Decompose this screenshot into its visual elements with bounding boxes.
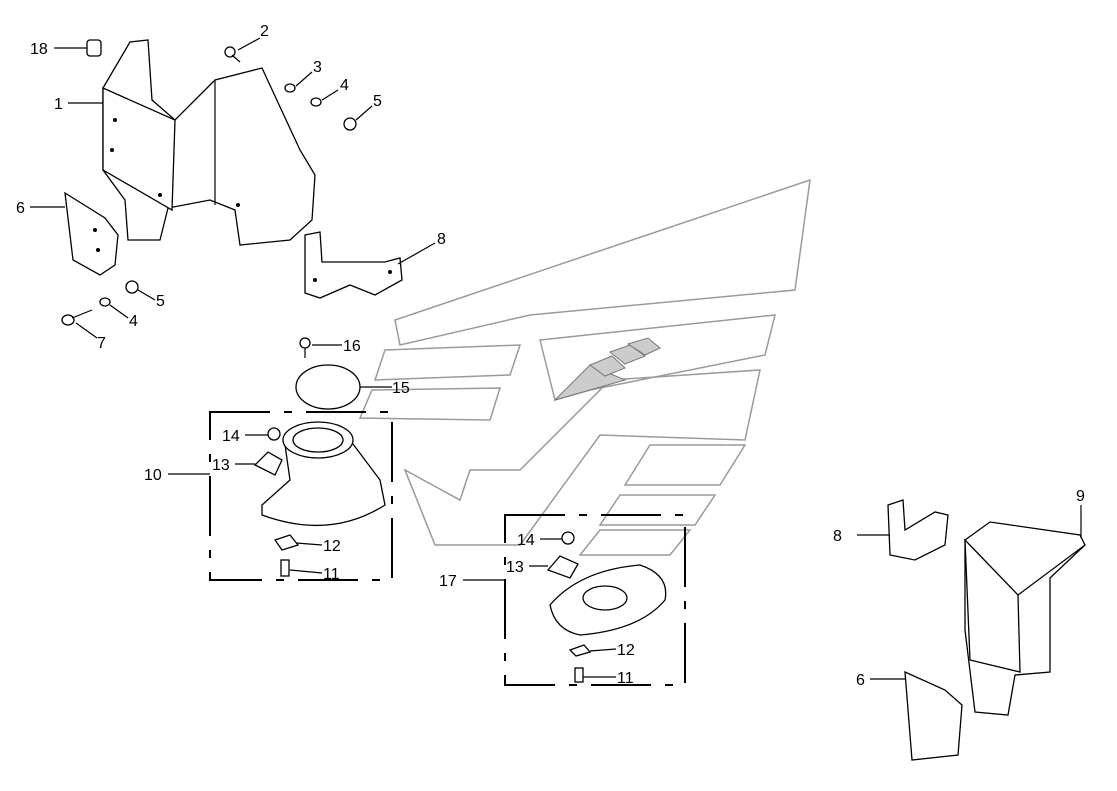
brand-logo-watermark [358,178,811,556]
callout-7: 7 [97,335,106,352]
guard-part-9 [964,521,1086,716]
callout-17: 17 [439,573,457,590]
callout-6: 6 [16,200,25,217]
callout-6b: 6 [856,672,865,689]
leader-lines [30,37,1082,680]
callout-12b: 12 [617,642,635,659]
assembly-frame-17 [504,514,686,686]
callout-4b: 4 [129,313,138,330]
callout-13: 13 [212,457,230,474]
assembly-frame-10 [209,411,393,581]
callout-11b: 11 [617,670,634,687]
bracket-part-8-right [887,499,949,561]
callout-14: 14 [222,428,240,445]
callout-labels: 18 2 3 4 5 1 6 8 5 4 7 16 15 14 13 10 12… [16,23,1085,689]
callout-3: 3 [313,59,322,76]
callout-2: 2 [260,23,269,40]
guard-part-1 [102,39,316,246]
bracket-part-6-right [904,670,963,761]
callout-14b: 14 [517,532,535,549]
callout-12: 12 [323,538,341,555]
callout-15: 15 [392,380,410,397]
callout-8b: 8 [833,528,842,545]
callout-1: 1 [54,96,63,113]
cutter-disc [546,531,667,683]
callout-16: 16 [343,338,361,355]
callout-5b: 5 [156,293,165,310]
callout-13b: 13 [506,559,524,576]
callout-8: 8 [437,231,446,248]
gearbox-housing [253,421,386,577]
callout-4: 4 [340,77,349,94]
hardware-left [61,39,361,410]
bracket-part-6-left [64,191,119,276]
callout-18: 18 [30,41,48,58]
callout-10: 10 [144,467,162,484]
bracket-part-8-left [304,231,403,299]
callout-5: 5 [373,93,382,110]
callout-11: 11 [323,566,340,583]
callout-9: 9 [1076,488,1085,505]
